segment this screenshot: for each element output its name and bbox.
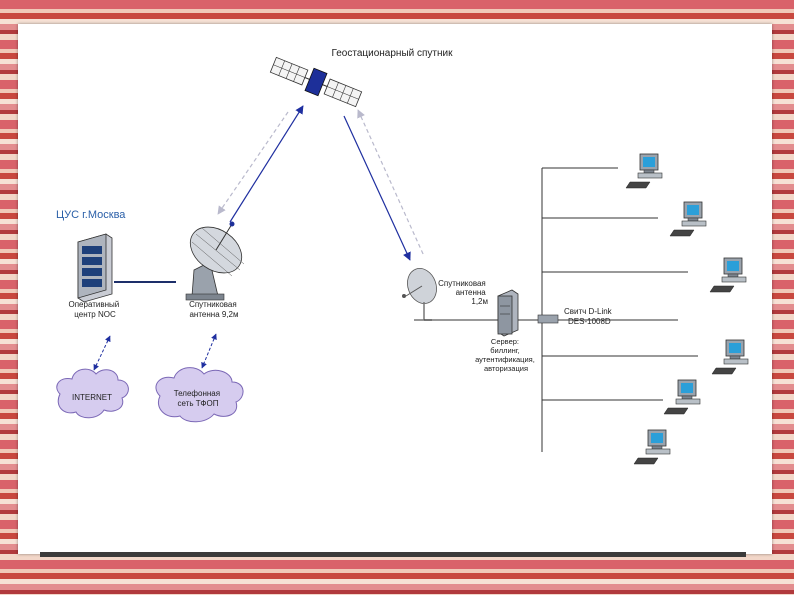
internet-label: INTERNET xyxy=(72,393,112,402)
computer-icon xyxy=(633,429,671,465)
satellite-icon xyxy=(269,56,363,108)
moscow-center-title: ЦУС г.Москва xyxy=(56,209,126,221)
uplink-arrow xyxy=(229,105,304,223)
computer-icon xyxy=(669,201,707,237)
dish-antenna-icon xyxy=(402,268,437,321)
computer-icon xyxy=(711,339,749,375)
ops-center-label: Оперативный центр NOC xyxy=(69,300,122,319)
noc-internet-arrow xyxy=(93,335,111,371)
bottom-divider xyxy=(40,552,746,557)
network-diagram: Геостационарный спутник ЦУС г.Москва Опе… xyxy=(56,48,749,465)
dish-antenna-icon xyxy=(185,221,245,301)
computer-icon xyxy=(625,153,663,189)
switch-label: Свитч D-Link DES-1008D xyxy=(564,307,614,326)
computer-icon xyxy=(663,379,701,415)
server-icon xyxy=(497,289,519,337)
antenna-pstn-arrow xyxy=(201,333,217,369)
downlink-arrow xyxy=(217,111,289,215)
pstn-label: Телефонная сеть ТФОП xyxy=(174,389,223,408)
server-rack-icon xyxy=(77,233,113,303)
remote-uplink-arrow xyxy=(357,109,425,257)
remote-antenna-label: Спутниковая антенна 1,2м xyxy=(438,279,488,306)
remote-downlink-arrow xyxy=(343,115,411,261)
switch-icon xyxy=(537,314,559,324)
moscow-antenna-label: Спутниковая антенна 9,2м xyxy=(189,300,239,319)
cloud-icon xyxy=(56,368,129,419)
slide: Геостационарный спутник ЦУС г.Москва Опе… xyxy=(18,24,772,554)
satellite-label: Геостационарный спутник xyxy=(332,48,454,59)
branch-lines xyxy=(542,167,698,401)
cloud-icon xyxy=(155,367,244,423)
computer-icon xyxy=(709,257,747,293)
server-label: Сервер: биллинг, аутентификация, авториз… xyxy=(475,337,537,373)
